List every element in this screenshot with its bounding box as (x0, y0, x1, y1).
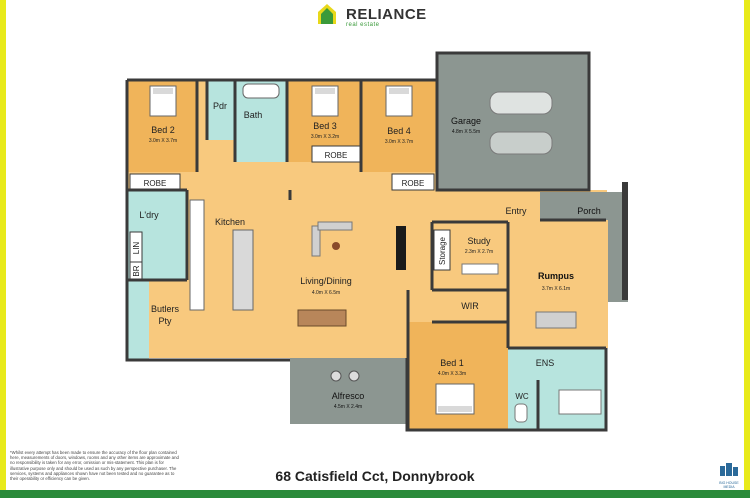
bed2-bed (149, 85, 177, 117)
kitchen-bench (189, 199, 205, 311)
reliance-logo-icon (318, 4, 336, 24)
butlers-pantry-label: Pty (158, 316, 172, 326)
bed1-dim: 4.0m X 3.3m (438, 371, 466, 377)
walls (125, 78, 608, 432)
brand-subtitle: real estate (346, 22, 380, 28)
butlers-sink (127, 280, 149, 360)
ensuite-shower (558, 389, 602, 415)
bed4-robe-label: ROBE (402, 179, 425, 188)
disclaimer-text: *Whilst every attempt has been made to e… (10, 450, 179, 482)
bed3-robe-label: ROBE (325, 151, 348, 160)
butlers-label: Butlers (151, 304, 180, 314)
bed2-label: Bed 2 (151, 125, 175, 135)
wc-label: WC (515, 392, 529, 401)
bed4-label: Bed 4 (387, 126, 411, 136)
rumpus-label: Rumpus (538, 271, 574, 281)
left-accent-bar (0, 0, 6, 498)
feature-wall (396, 226, 406, 270)
media-credit-icon (720, 463, 738, 476)
alfresco-label: Alfresco (332, 391, 365, 401)
right-accent-bar (744, 0, 750, 498)
bed1-label: Bed 1 (440, 358, 464, 368)
bed3-dim: 3.0m X 3.2m (311, 134, 339, 140)
alfresco-chairs (330, 370, 360, 382)
bed2-dim: 3.0m X 3.7m (149, 138, 177, 144)
study-dim: 2.3m X 2.7m (465, 249, 493, 255)
bed2-robe-label: ROBE (144, 179, 167, 188)
kitchen-island (232, 229, 254, 311)
property-address: 68 Catisfield Cct, Donnybrook (275, 468, 475, 484)
br-label: BR (132, 265, 141, 276)
bed3-bed (311, 85, 339, 117)
bed4-bed (385, 85, 413, 117)
bed4-robe (391, 173, 435, 191)
garage-area (435, 51, 591, 192)
media-credit-text: BIG HOUSE MEDIA (719, 481, 739, 489)
alfresco-dim: 4.5m X 2.4m (334, 404, 362, 410)
wir-room (433, 290, 508, 322)
porch-wall (622, 182, 628, 300)
porch-label: Porch (577, 206, 601, 216)
ensuite-label: ENS (536, 358, 555, 368)
wir-label: WIR (461, 301, 479, 311)
bed4-dim: 3.0m X 3.7m (385, 139, 413, 145)
pdr-label: Pdr (213, 101, 227, 111)
study-desk (461, 263, 499, 275)
entry-label: Entry (505, 206, 527, 216)
brand-name: RELIANCE (346, 6, 427, 23)
living-dining-dim: 4.0m X 6.5m (312, 290, 340, 296)
media-credit: BIG HOUSE MEDIA (715, 462, 743, 489)
bed3-label: Bed 3 (313, 121, 337, 131)
storage-cupboard (433, 229, 451, 271)
bathtub (242, 83, 280, 99)
bed1-bed (435, 383, 475, 415)
study-label: Study (467, 236, 491, 246)
rumpus-dim: 3.7m X 6.1m (542, 286, 570, 292)
alfresco-area (290, 358, 407, 424)
linen-label: LIN (132, 242, 141, 255)
garage-label: Garage (451, 116, 481, 126)
wc-toilet (514, 403, 528, 423)
footer-green-bar (0, 490, 750, 498)
pdr-room (207, 80, 235, 140)
garage-dim: 4.8m X 5.5m (452, 129, 480, 135)
kitchen-label: Kitchen (215, 217, 245, 227)
lounge-sofa (311, 221, 353, 257)
living-dining-label: Living/Dining (300, 276, 352, 286)
storage-label: Storage (438, 236, 447, 265)
dining-table (297, 309, 347, 327)
bath-label: Bath (244, 110, 263, 120)
porch-area (540, 192, 628, 220)
rumpus-sofa (535, 311, 577, 329)
laundry-label: L'dry (139, 210, 159, 220)
